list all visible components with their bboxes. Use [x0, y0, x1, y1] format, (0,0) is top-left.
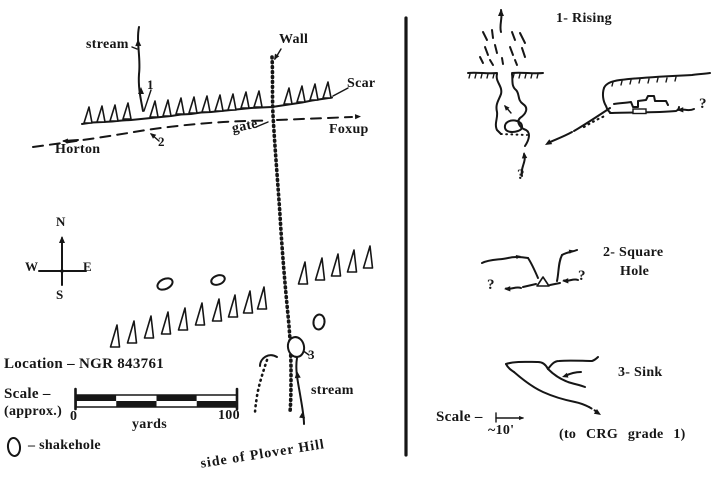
- scale-min-label: 0: [70, 409, 78, 424]
- map-scale-approx: (approx.): [4, 404, 63, 419]
- square-hole-title-line2: Hole: [620, 264, 650, 279]
- compass-s-label: S: [56, 287, 64, 302]
- marker-2-label: 2: [158, 134, 165, 149]
- rising-title: 1- Rising: [556, 11, 612, 26]
- location-text: Location – NGR 843761: [4, 356, 165, 372]
- stream-south-line: [294, 357, 306, 425]
- compass-rose: [38, 236, 87, 286]
- rising-elevation-sketch: [467, 9, 544, 177]
- horton-label: Horton: [55, 142, 101, 157]
- legend-shakehole-label: – shakehole: [28, 438, 101, 453]
- legend-shakehole-symbol: [6, 437, 22, 457]
- wall-line: [270, 55, 293, 414]
- marker-leaders: [143, 48, 310, 356]
- compass-w-label: W: [25, 259, 39, 274]
- grade-note: (to CRG grade 1): [559, 427, 686, 442]
- rising-elev-query: ?: [517, 167, 525, 183]
- scale-max-label: 100: [218, 408, 240, 423]
- foxup-label: Foxup: [329, 122, 369, 137]
- stream-north-label: stream: [86, 37, 129, 52]
- rising-plan-query: ?: [699, 96, 707, 112]
- square-hole-sketch: [481, 248, 579, 292]
- stream-south-label: stream: [311, 383, 354, 398]
- scar-line-upper: [81, 87, 349, 125]
- section-scale-label: Scale –: [436, 409, 483, 425]
- track-dashed-line: [32, 113, 362, 148]
- square-hole-title-line1: 2- Square: [603, 245, 664, 260]
- compass-e-label: E: [83, 259, 92, 274]
- map-scale-bar: [74, 387, 239, 411]
- marker-3-label: 3: [308, 347, 315, 362]
- map-scale-label: Scale –: [4, 386, 51, 402]
- square-hole-query-right: ?: [578, 268, 586, 284]
- compass-n-label: N: [56, 214, 66, 229]
- stream-north-line: [131, 26, 144, 112]
- wall-label: Wall: [279, 32, 309, 47]
- sink-sketch: [505, 356, 603, 418]
- shakehole-symbols: [156, 274, 326, 358]
- scar-triangles-upper: [83, 81, 332, 124]
- scar-label: Scar: [347, 76, 376, 91]
- rising-plan-sketch: [543, 72, 711, 148]
- sink-dotted-path: [253, 354, 278, 416]
- scale-units-label: yards: [132, 417, 167, 432]
- section-scale-mark: [495, 412, 524, 423]
- square-hole-query-left: ?: [487, 277, 495, 293]
- marker-1-label: 1: [147, 77, 154, 92]
- sink-title: 3- Sink: [618, 365, 663, 380]
- section-scale-value: ~10': [488, 423, 515, 438]
- scar-triangles-lower: [109, 245, 374, 348]
